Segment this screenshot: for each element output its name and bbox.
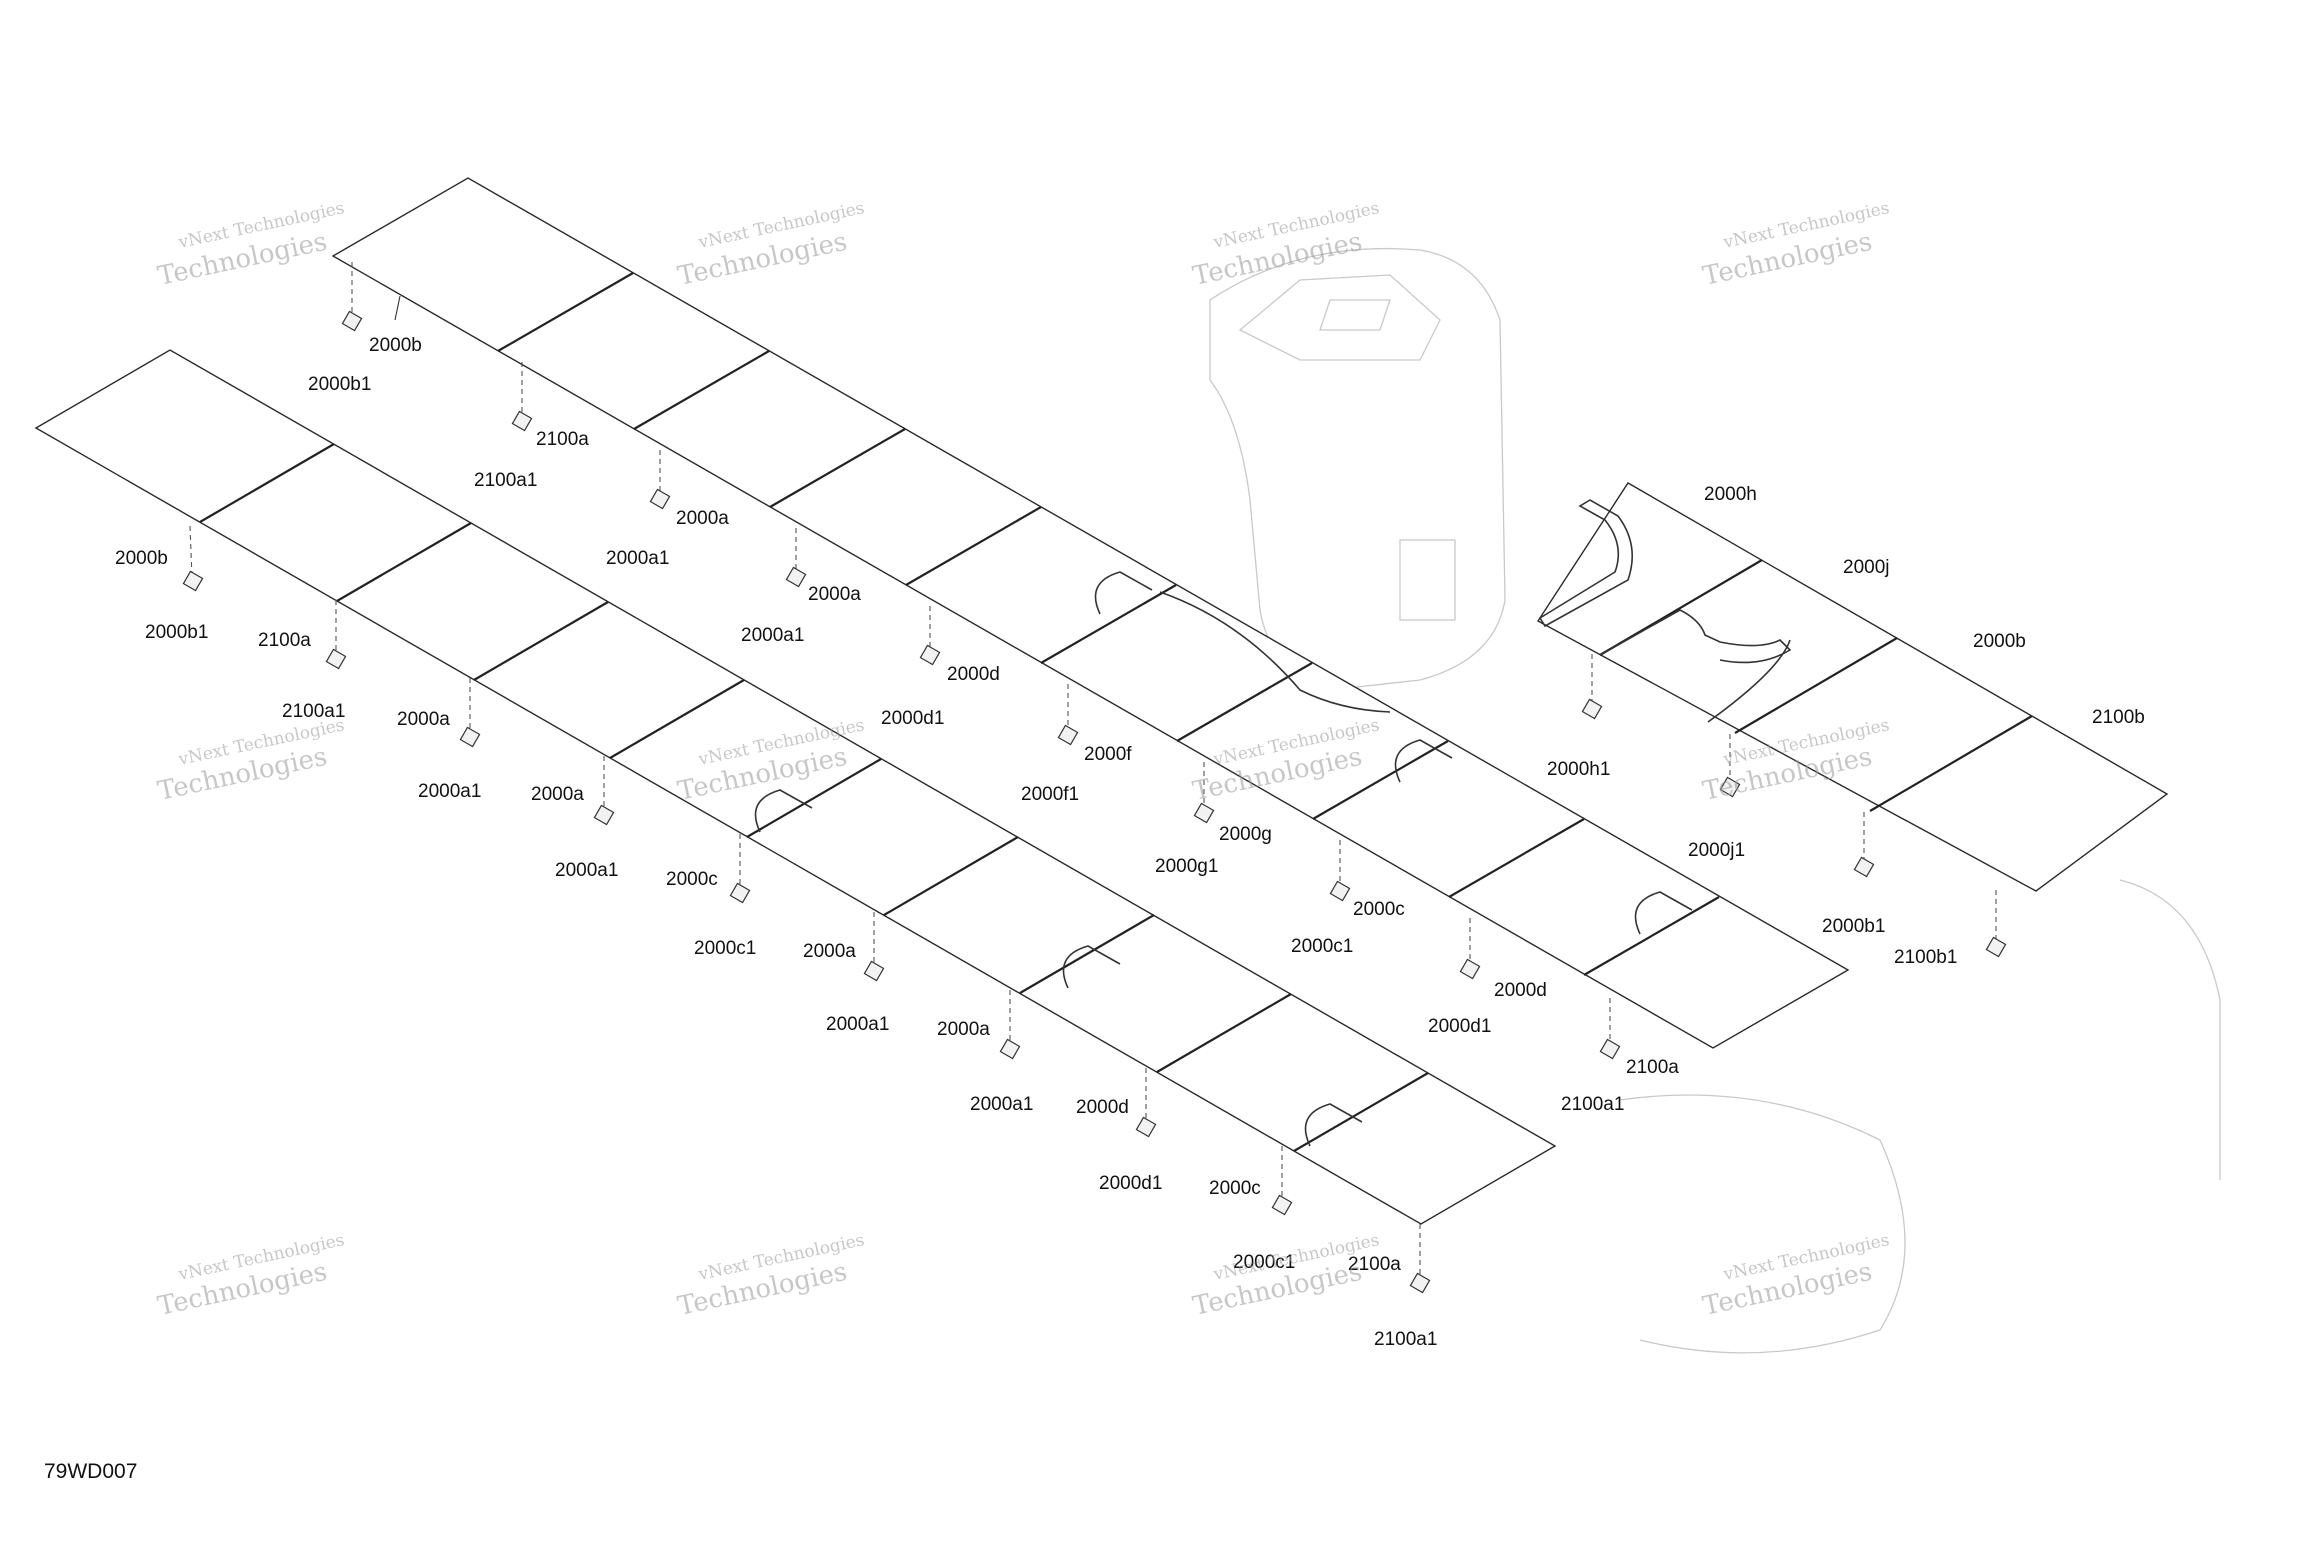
- callout-2000a1-6: 2000a1: [970, 1094, 1033, 1115]
- callout-labels: 2000b 2000b1 2000b 2000b1 2100a 2100a1 2…: [115, 295, 2145, 1350]
- callout-2000d-2: 2000d: [947, 664, 1000, 685]
- callout-2000c1-2: 2000c1: [1233, 1252, 1295, 1273]
- callout-2000c1-1: 2000c1: [694, 938, 756, 959]
- floor-panel-group-right: [1536, 482, 2169, 892]
- callout-2000a-4: 2000a: [531, 784, 584, 805]
- callout-2100a1-upper: 2100a1: [474, 470, 537, 491]
- callout-2000a1-3: 2000a1: [418, 781, 481, 802]
- callout-2000g: 2000g: [1219, 824, 1272, 845]
- callout-2000d-1: 2000d: [1076, 1097, 1129, 1118]
- callout-2000d1-2: 2000d1: [881, 708, 944, 729]
- callout-2000b1-upper: 2000b1: [308, 374, 371, 395]
- callout-2000b-upper: 2000b: [369, 335, 422, 356]
- callout-2000a1-1: 2000a1: [606, 548, 669, 569]
- callout-2000c1-3: 2000c1: [1291, 936, 1353, 957]
- callout-2100a1-lower: 2100a1: [282, 701, 345, 722]
- callout-2000f: 2000f: [1084, 744, 1132, 765]
- callout-2100b: 2100b: [2092, 707, 2145, 728]
- callout-2000f1: 2000f1: [1021, 784, 1079, 805]
- watermark: vNext Technologies vNext Technologies vN…: [155, 198, 1891, 1322]
- callout-2100a-3: 2100a: [1626, 1057, 1679, 1078]
- callout-2000a-2: 2000a: [808, 584, 861, 605]
- callout-2000a1-5: 2000a1: [826, 1014, 889, 1035]
- callout-2000b-lower: 2000b: [115, 548, 168, 569]
- callout-2100a-lower: 2100a: [258, 630, 311, 651]
- callout-2000b1-right: 2000b1: [1822, 916, 1885, 937]
- callout-2000b-right: 2000b: [1973, 631, 2026, 652]
- callout-2000a1-2: 2000a1: [741, 625, 804, 646]
- callout-2000c-1: 2000c: [666, 869, 718, 890]
- callout-2000a-1: 2000a: [676, 508, 729, 529]
- callout-2000b1-lower: 2000b1: [145, 622, 208, 643]
- drawing-number: 79WD007: [44, 1460, 138, 1483]
- callout-2100a1-2: 2100a1: [1374, 1329, 1437, 1350]
- callout-2000j1: 2000j1: [1688, 840, 1745, 861]
- vehicle-ghost-outline: [1209, 247, 2221, 1354]
- callout-2000d1-1: 2000d1: [1099, 1173, 1162, 1194]
- callout-2000a-3: 2000a: [397, 709, 450, 730]
- fastener-clips: [182, 262, 2007, 1294]
- callout-2100b1: 2100b1: [1894, 947, 1957, 968]
- callout-2000a-6: 2000a: [937, 1019, 990, 1040]
- callout-2100a-2: 2100a: [1348, 1254, 1401, 1275]
- callout-2000g1: 2000g1: [1155, 856, 1218, 877]
- floor-panel-run-upper: [331, 177, 1850, 1049]
- callout-2000j: 2000j: [1843, 557, 1890, 578]
- callout-2100a1-3: 2100a1: [1561, 1094, 1624, 1115]
- callout-2000a-5: 2000a: [803, 941, 856, 962]
- callout-2000h1: 2000h1: [1547, 759, 1610, 780]
- callout-2000h: 2000h: [1704, 484, 1757, 505]
- callout-2100a-upper: 2100a: [536, 429, 589, 450]
- callout-2000d1-3: 2000d1: [1428, 1016, 1491, 1037]
- callout-2000a1-4: 2000a1: [555, 860, 618, 881]
- callout-2000c-3: 2000c: [1353, 899, 1405, 920]
- callout-2000d-3: 2000d: [1494, 980, 1547, 1001]
- callout-2000c-2: 2000c: [1209, 1178, 1261, 1199]
- floor-panel-run-lower: [34, 349, 1557, 1225]
